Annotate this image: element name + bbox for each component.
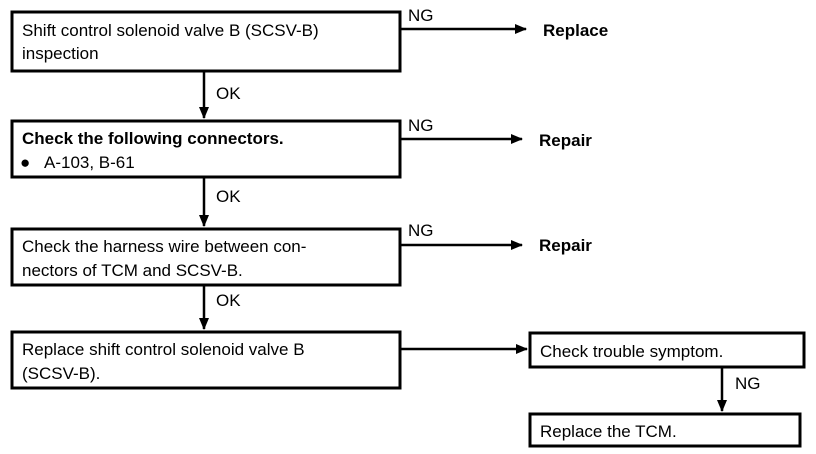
step-1-ng-result: Replace [543,21,608,40]
step-2-ng-result: Repair [539,131,592,150]
step-2-ok-label: OK [216,187,241,206]
step-4-line-2: (SCSV-B). [22,364,100,383]
step-3-ng-result: Repair [539,236,592,255]
check-trouble-symptom-label: Check trouble symptom. [540,342,723,361]
step-1-ng-label: NG [408,6,434,25]
step-3-line-2: nectors of TCM and SCSV-B. [22,261,243,280]
step-2-bullet: ● [20,153,30,172]
step-2-ng-label: NG [408,116,434,135]
check-ng-label: NG [735,374,761,393]
step-1-ok-label: OK [216,84,241,103]
check-trouble-symptom-box: Check trouble symptom. [528,331,806,369]
step-4-replace-valve-box: Replace shift control solenoid valve B (… [10,330,402,390]
step-1-line-1: Shift control solenoid valve B (SCSV-B) [22,21,319,40]
step-1-inspection-box: Shift control solenoid valve B (SCSV-B) … [10,10,402,73]
step-2-line-1: Check the following connectors. [22,129,284,148]
step-3-ng-label: NG [408,221,434,240]
step-4-line-1: Replace shift control solenoid valve B [22,340,305,359]
step-2-connector-check-box: Check the following connectors. ● A-103,… [10,119,402,179]
replace-tcm-label: Replace the TCM. [540,422,677,441]
replace-tcm-box: Replace the TCM. [528,412,802,448]
step-3-harness-check-box: Check the harness wire between con- nect… [10,227,402,287]
step-3-ok-label: OK [216,291,241,310]
step-3-line-1: Check the harness wire between con- [22,237,306,256]
step-1-line-2: inspection [22,44,99,63]
step-2-line-2: A-103, B-61 [44,153,135,172]
